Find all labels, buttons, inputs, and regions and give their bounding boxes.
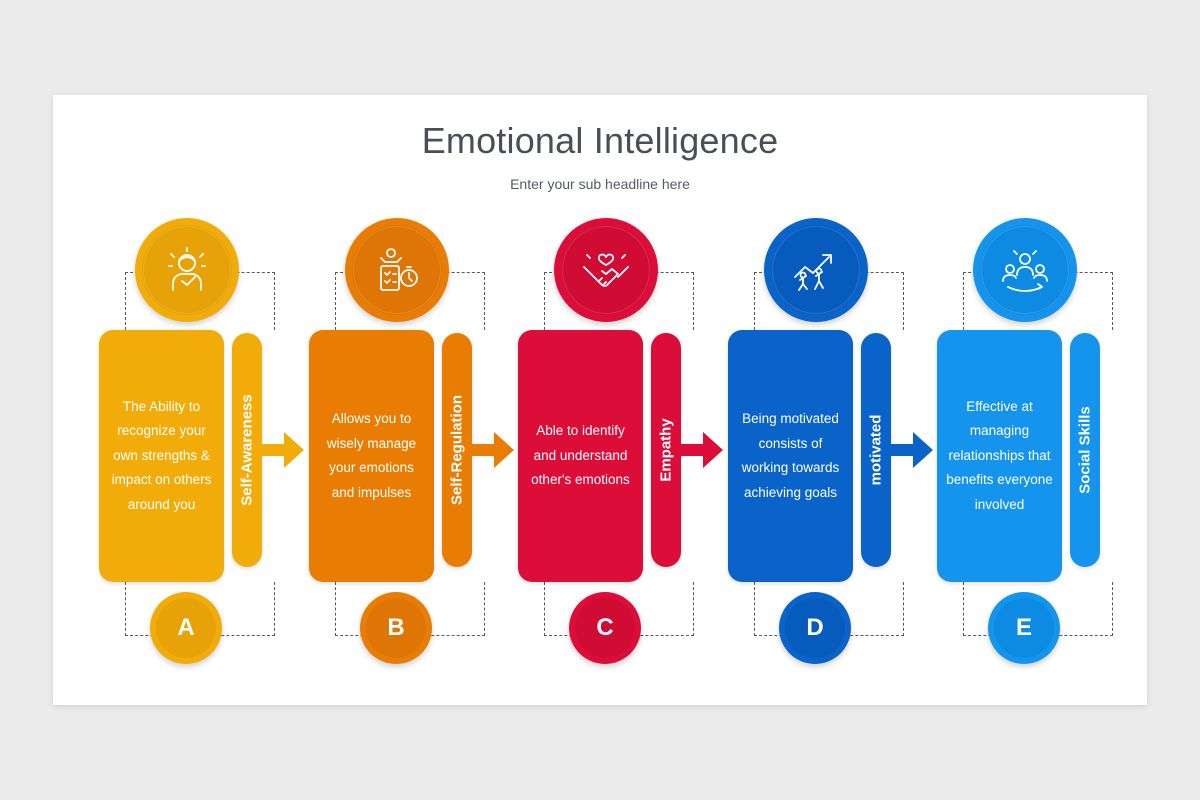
letter-badge: C <box>569 592 641 664</box>
step-card: Allows you to wisely manage your emotion… <box>309 330 434 582</box>
step-b: Allows you to wisely manage your emotion… <box>309 0 519 800</box>
step-letter: A <box>156 598 216 658</box>
step-description: Allows you to wisely manage your emotion… <box>326 411 417 500</box>
self-awareness-person-icon <box>168 247 206 291</box>
step-label-bar: Self-Regulation <box>442 333 472 567</box>
arrow-right-icon <box>681 432 723 468</box>
page-title: Emotional Intelligence <box>421 120 779 161</box>
step-d: Being motivated consists of working towa… <box>728 0 938 800</box>
arrow-right-icon <box>472 432 514 468</box>
step-letter: D <box>785 598 845 658</box>
step-card: Being motivated consists of working towa… <box>728 330 853 582</box>
step-label: Self-Regulation <box>448 394 466 506</box>
arrow-right-icon <box>262 432 304 468</box>
step-letter: C <box>575 598 635 658</box>
step-label-bar: motivated <box>861 333 891 567</box>
step-description: Able to identify and understand other's … <box>531 423 630 488</box>
step-label: motivated <box>867 414 885 486</box>
icon-badge <box>764 218 868 322</box>
step-a: The Ability to recognize your own streng… <box>99 0 309 800</box>
step-description: Effective at managing relationships that… <box>946 398 1053 512</box>
step-label-bar: Self-Awareness <box>232 333 262 567</box>
step-letter: E <box>994 598 1054 658</box>
icon-badge <box>554 218 658 322</box>
icon-badge <box>345 218 449 322</box>
step-card: The Ability to recognize your own streng… <box>99 330 224 582</box>
social-group-icon <box>1002 250 1048 292</box>
icon-badge <box>135 218 239 322</box>
letter-badge: D <box>779 592 851 664</box>
page-subtitle: Enter your sub headline here <box>510 176 690 192</box>
handshake-heart-icon <box>583 253 629 287</box>
step-label-bar: Social Skills <box>1070 333 1100 567</box>
step-description: Being motivated consists of working towa… <box>741 411 840 500</box>
step-c: Able to identify and understand other's … <box>518 0 728 800</box>
step-card: Effective at managing relationships that… <box>937 330 1062 582</box>
teamwork-growth-arrow-icon <box>794 254 832 291</box>
icon-badge <box>973 218 1077 322</box>
step-label: Self-Awareness <box>238 394 256 506</box>
letter-badge: A <box>150 592 222 664</box>
step-label-bar: Empathy <box>651 333 681 567</box>
step-card: Able to identify and understand other's … <box>518 330 643 582</box>
step-description: The Ability to recognize your own streng… <box>111 398 212 512</box>
step-e: Effective at managing relationships that… <box>937 0 1147 800</box>
step-letter: B <box>366 598 426 658</box>
step-label: Empathy <box>657 418 675 482</box>
letter-badge: E <box>988 592 1060 664</box>
arrow-right-icon <box>891 432 933 468</box>
step-label: Social Skills <box>1076 406 1094 494</box>
letter-badge: B <box>360 592 432 664</box>
self-regulation-checklist-icon <box>380 248 418 291</box>
